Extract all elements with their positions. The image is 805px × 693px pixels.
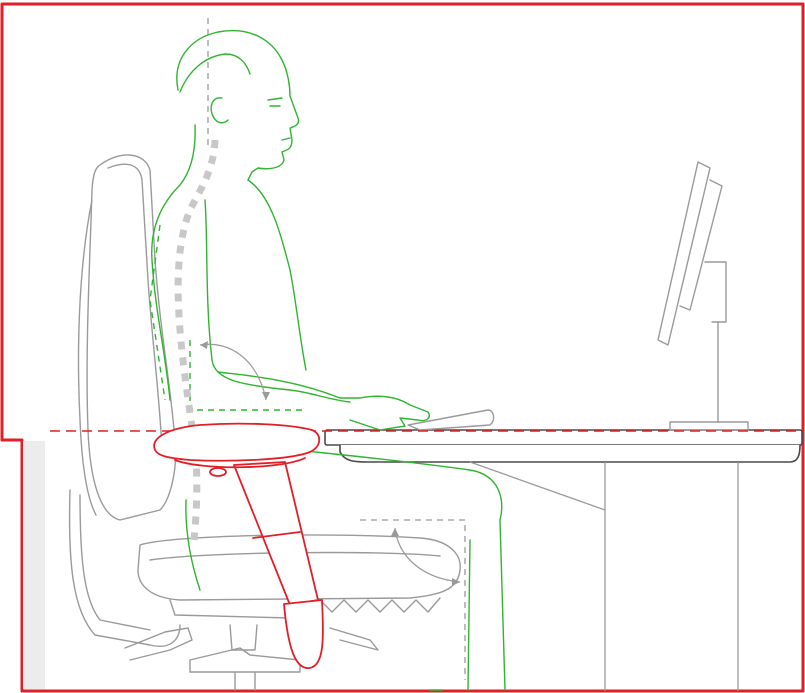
stool-seat xyxy=(154,424,319,461)
person-arm xyxy=(205,200,350,402)
chair-backrest-edge xyxy=(108,164,162,450)
monitor xyxy=(658,162,748,430)
chair-base-leg xyxy=(235,672,255,690)
desk-brace xyxy=(470,462,605,510)
desk-top xyxy=(325,430,802,445)
person-hair xyxy=(180,54,250,92)
person-ear xyxy=(211,98,228,123)
monitor-base xyxy=(670,422,748,430)
person-mouth xyxy=(282,138,290,140)
desk-edge-curve xyxy=(340,445,800,462)
monitor-stand-neck xyxy=(705,262,726,322)
chair-base xyxy=(190,648,300,672)
person-head xyxy=(177,31,299,180)
person-chest xyxy=(248,180,306,370)
person-forearm xyxy=(218,372,429,430)
monitor-screen xyxy=(658,162,710,345)
chair-seat-ribs xyxy=(320,598,440,612)
stool-knob xyxy=(210,468,226,476)
monitor-screen-back xyxy=(680,180,722,310)
chair-mechanism xyxy=(170,600,300,618)
person-eye xyxy=(268,98,282,106)
frame-shadow xyxy=(23,441,45,689)
office-chair xyxy=(70,155,461,690)
chair-lever-right xyxy=(330,628,378,650)
person-torso-dash xyxy=(150,225,302,410)
chair-column xyxy=(230,625,257,650)
chair-lever-left xyxy=(125,628,192,660)
stool-foot xyxy=(284,600,323,668)
